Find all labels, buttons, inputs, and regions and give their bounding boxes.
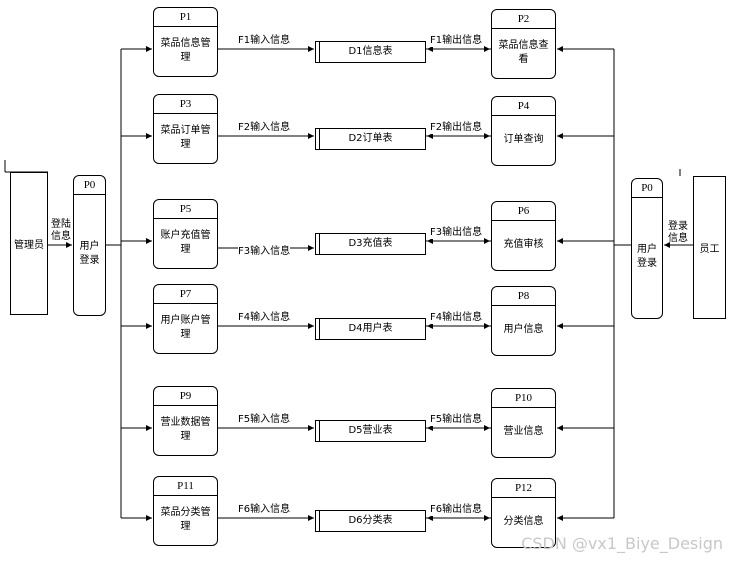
process-id: P7	[154, 285, 217, 304]
output-flow-label: F3输出信息	[430, 227, 483, 239]
process-id: P1	[154, 8, 217, 27]
data-store: D1信息表	[315, 41, 426, 63]
process-name: 菜品订单管理	[160, 124, 211, 150]
process-name: 用户信息	[503, 323, 544, 335]
process-id: P5	[154, 200, 217, 219]
right-login-process: P0 用户登录	[631, 178, 663, 319]
store-label: D1信息表	[348, 46, 393, 57]
input-flow-label: F4输入信息	[238, 312, 291, 324]
output-flow-label: F1输出信息	[430, 35, 483, 47]
output-flow-label: F5输出信息	[430, 414, 483, 426]
process-name: 充值审核	[503, 238, 544, 250]
store-label: D2订单表	[348, 133, 393, 144]
store-label: D4用户表	[348, 323, 393, 334]
admin-entity: 管理员	[10, 172, 48, 315]
output-flow-label: F2输出信息	[430, 122, 483, 134]
process-p1: P1 菜品信息管理	[153, 7, 218, 77]
data-store: D6分类表	[315, 510, 426, 532]
process-id: P2	[492, 10, 555, 29]
process-name: 营业信息	[503, 425, 544, 437]
store-mark	[319, 511, 320, 531]
process-id: P6	[492, 202, 555, 221]
data-store: D3充值表	[315, 233, 426, 255]
process-p6: P6 充值审核	[491, 201, 556, 271]
store-mark	[319, 234, 320, 254]
process-name: 账户充值管理	[160, 229, 211, 255]
input-flow-label: F6输入信息	[238, 504, 291, 516]
process-id: P11	[154, 477, 217, 496]
process-p8: P8 用户信息	[491, 286, 556, 356]
process-id: P0	[632, 179, 662, 198]
store-mark	[319, 42, 320, 62]
data-store: D4用户表	[315, 318, 426, 340]
process-p3: P3 菜品订单管理	[153, 94, 218, 164]
process-name: 订单查询	[503, 133, 544, 145]
left-login-process: P0 用户登录	[73, 175, 106, 316]
data-store: D2订单表	[315, 128, 426, 150]
staff-entity: 员工	[693, 176, 726, 319]
process-name: 用户账户管理	[160, 314, 211, 340]
watermark: CSDN @vx1_Biye_Design	[521, 534, 723, 553]
process-id: P9	[154, 387, 217, 406]
data-store: D5营业表	[315, 420, 426, 442]
store-label: D6分类表	[348, 515, 393, 526]
process-id: P10	[492, 389, 555, 408]
process-p7: P7 用户账户管理	[153, 284, 218, 354]
staff-login-flow-label: 登录信息	[668, 221, 688, 244]
store-mark	[319, 129, 320, 149]
admin-login-flow-label: 登陆信息	[51, 219, 71, 242]
process-p10: P10 营业信息	[491, 388, 556, 458]
process-id: P12	[492, 479, 555, 498]
staff-label: 员工	[699, 244, 720, 255]
process-name: 分类信息	[503, 515, 544, 527]
process-name: 菜品信息查看	[498, 39, 549, 65]
admin-label: 管理员	[14, 240, 44, 251]
input-flow-label: F5输入信息	[238, 414, 291, 426]
process-id: P8	[492, 287, 555, 306]
input-flow-label: F3输入信息	[238, 246, 291, 258]
store-label: D3充值表	[348, 238, 393, 249]
input-flow-label: F2输入信息	[238, 122, 291, 134]
process-p9: P9 营业数据管理	[153, 386, 218, 456]
input-flow-label: F1输入信息	[238, 35, 291, 47]
store-mark	[319, 421, 320, 441]
process-name: 营业数据管理	[160, 416, 211, 442]
process-id: P0	[74, 176, 105, 195]
process-name: 菜品信息管理	[160, 37, 211, 63]
process-id: P3	[154, 95, 217, 114]
process-name: 用户登录	[637, 244, 657, 269]
process-p4: P4 订单查询	[491, 96, 556, 166]
process-p11: P11 菜品分类管理	[153, 476, 218, 546]
process-name: 用户登录	[79, 241, 100, 266]
process-id: P4	[492, 97, 555, 116]
output-flow-label: F4输出信息	[430, 312, 483, 324]
process-p5: P5 账户充值管理	[153, 199, 218, 269]
store-mark	[319, 319, 320, 339]
output-flow-label: F6输出信息	[430, 504, 483, 516]
store-label: D5营业表	[348, 425, 393, 436]
process-p12: P12 分类信息	[491, 478, 556, 548]
process-p2: P2 菜品信息查看	[491, 9, 556, 79]
process-name: 菜品分类管理	[160, 506, 211, 532]
